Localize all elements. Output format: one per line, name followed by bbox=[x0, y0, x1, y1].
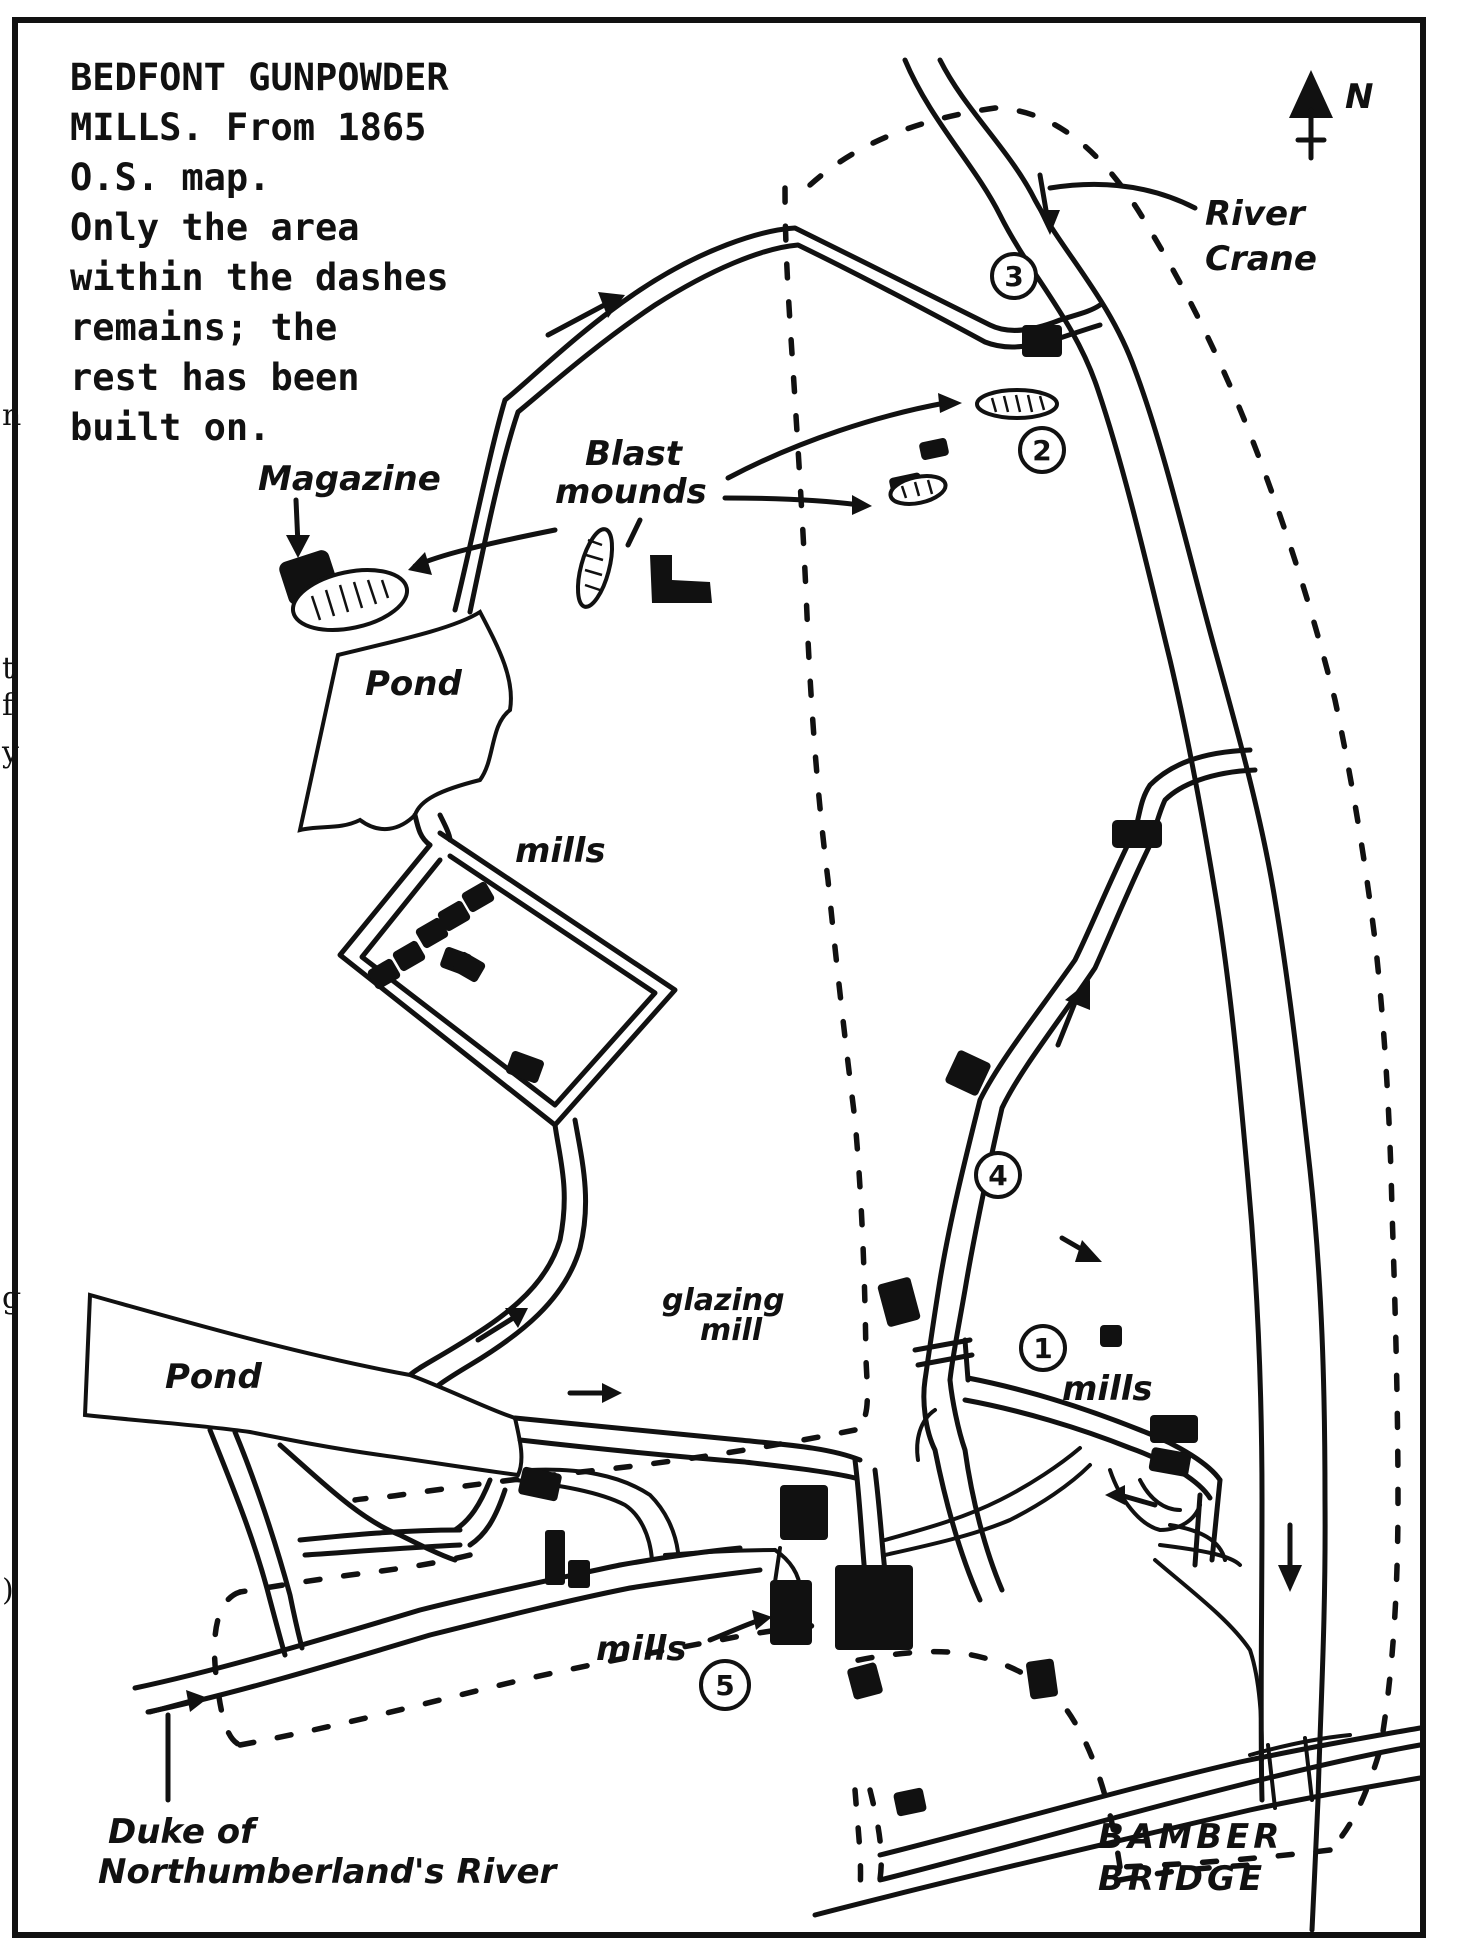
site-5-marker bbox=[699, 1659, 751, 1711]
svg-text:2: 2 bbox=[1032, 434, 1051, 467]
svg-text:5: 5 bbox=[715, 1669, 734, 1702]
upper-pond-label: Pond bbox=[365, 664, 462, 704]
svg-text:n: n bbox=[2, 398, 21, 433]
magazine-mound bbox=[290, 568, 410, 632]
svg-text:f: f bbox=[2, 688, 15, 723]
flow-arrows bbox=[147, 181, 1198, 1803]
svg-text:t: t bbox=[2, 651, 14, 686]
lower-pond-label: Pond bbox=[165, 1357, 262, 1397]
lower-pond bbox=[82, 1292, 524, 1478]
mills-5-building-north bbox=[780, 1485, 828, 1540]
buildings bbox=[279, 325, 1198, 1817]
duke-river-label-1: Duke of bbox=[108, 1812, 259, 1852]
upper-mills-label: mills bbox=[515, 831, 606, 871]
title-line-6: remains; the bbox=[70, 306, 337, 349]
magazine-label: Magazine bbox=[258, 459, 441, 499]
title-block: BEDFONT GUNPOWDER MILLS. From 1865 O.S. … bbox=[70, 56, 449, 449]
edge-marks: n t f y g ) bbox=[1, 398, 21, 1608]
north-label: N bbox=[1345, 77, 1373, 117]
north-arrow-icon: N bbox=[1289, 70, 1373, 161]
blast-mounds-label-1: Blast bbox=[585, 434, 684, 474]
blast-mound-west bbox=[575, 527, 615, 609]
numbered-sites: 3 2 4 1 5 bbox=[699, 252, 1067, 1711]
upper-pond bbox=[297, 609, 513, 833]
l-building bbox=[650, 555, 712, 603]
sluices bbox=[912, 1337, 975, 1383]
map-frame bbox=[12, 17, 1426, 1938]
blast-mounds-label-2: mounds bbox=[555, 472, 707, 512]
river-crane-label-2: Crane bbox=[1205, 239, 1317, 279]
svg-text:3: 3 bbox=[1004, 260, 1023, 293]
site-3-marker bbox=[990, 252, 1038, 300]
river-crane-label-1: River bbox=[1205, 194, 1307, 234]
magazine-mound-hatching bbox=[310, 579, 390, 621]
title-line-4: Only the area bbox=[70, 206, 360, 249]
mills-5-label: mills bbox=[596, 1629, 687, 1669]
title-line-1: BEDFONT GUNPOWDER bbox=[70, 56, 449, 99]
glazing-mill-label-2: mill bbox=[700, 1313, 763, 1348]
mills-1-building-a bbox=[1150, 1415, 1198, 1443]
bamber-bridge-label-1: BAMBER bbox=[1098, 1817, 1283, 1857]
glazing-mill-building bbox=[877, 1277, 921, 1327]
title-line-7: rest has been bbox=[70, 356, 360, 399]
glazing-mill-label-1: glazing bbox=[662, 1283, 785, 1318]
east-race-building-north bbox=[1112, 820, 1162, 848]
site-1-marker bbox=[1019, 1324, 1067, 1372]
svg-text:4: 4 bbox=[988, 1159, 1007, 1192]
title-line-3: O.S. map. bbox=[70, 156, 270, 199]
mills-1-building-b bbox=[1148, 1447, 1192, 1477]
svg-text:g: g bbox=[2, 1281, 21, 1316]
east-race-building-south bbox=[945, 1050, 991, 1096]
river-crane bbox=[902, 57, 1328, 1933]
map-labels: Magazine Blast mounds Pond mills Pond gl… bbox=[98, 194, 1317, 1899]
mills-5-building-west bbox=[770, 1580, 812, 1645]
duke-river-label-2: Northumberland's River bbox=[98, 1852, 559, 1892]
site-2-marker bbox=[1018, 426, 1066, 474]
svg-text:y: y bbox=[1, 735, 19, 770]
bamber-bridge-label-2: BRIDGE bbox=[1098, 1859, 1266, 1899]
title-line-5: within the dashes bbox=[70, 256, 449, 299]
site-3-building bbox=[1022, 325, 1062, 357]
title-line-8: built on. bbox=[70, 406, 270, 449]
mills-5-building-main bbox=[835, 1565, 913, 1650]
svg-text:): ) bbox=[2, 1573, 14, 1608]
site-4-marker bbox=[974, 1151, 1022, 1199]
title-line-2: MILLS. From 1865 bbox=[70, 106, 426, 149]
svg-text:1: 1 bbox=[1033, 1332, 1052, 1365]
mills-1-label: mills bbox=[1062, 1369, 1153, 1409]
